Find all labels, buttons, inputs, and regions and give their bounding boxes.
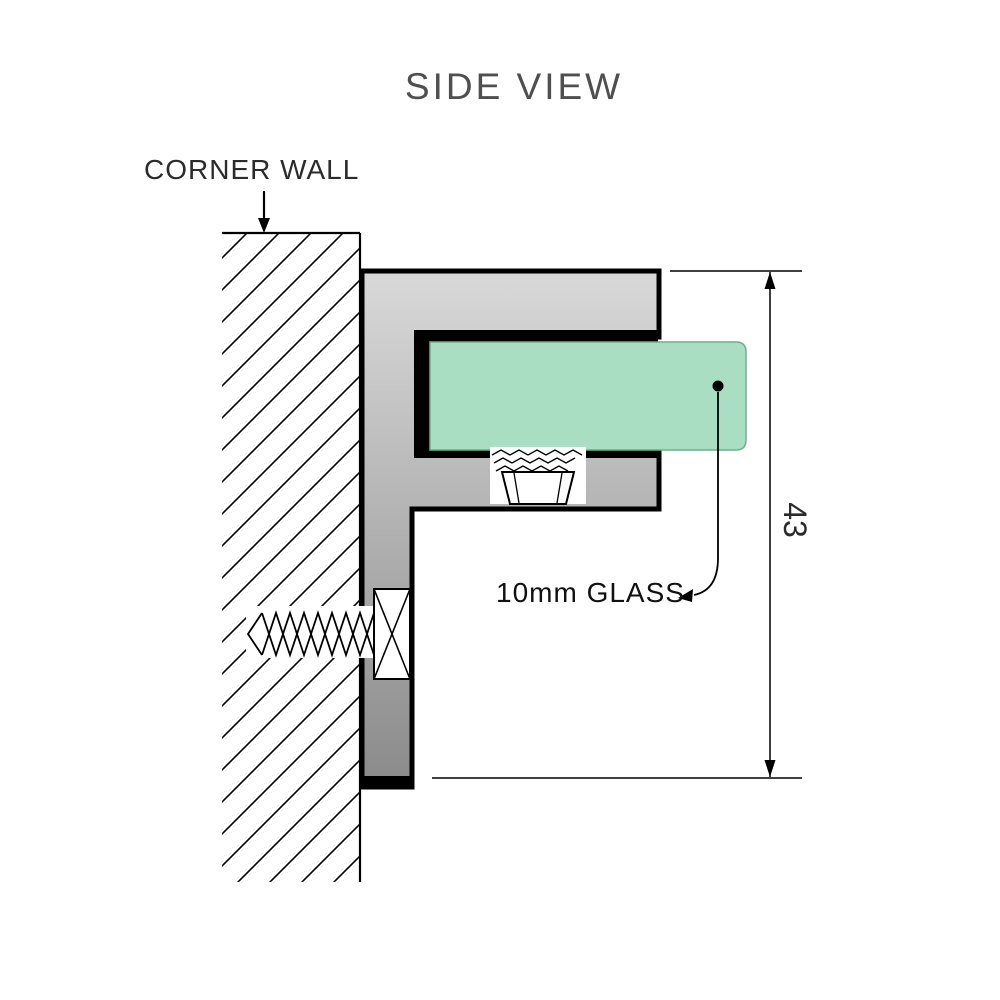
gasket-cone-line-right bbox=[556, 472, 563, 504]
corner-wall-label: CORNER WALL bbox=[144, 154, 359, 185]
glass-label: 10mm GLASS bbox=[496, 577, 685, 608]
down-arrow-icon bbox=[258, 218, 270, 233]
screw-tip bbox=[246, 612, 263, 656]
callout-leader-line bbox=[693, 392, 719, 596]
corner-wall-callout: CORNER WALL bbox=[144, 154, 359, 233]
gasket-cone-line-left bbox=[513, 472, 520, 504]
glass-panel bbox=[429, 341, 747, 451]
grub-gasket bbox=[490, 447, 586, 505]
page-title: SIDE VIEW bbox=[405, 66, 623, 107]
dimension-value: 43 bbox=[777, 502, 813, 538]
gasket-thread-line-2 bbox=[493, 457, 576, 464]
gasket-thread-line-1 bbox=[491, 449, 583, 456]
dimension-arrow-up-icon bbox=[764, 272, 776, 289]
fixing-screw bbox=[246, 588, 411, 680]
gasket-cone bbox=[500, 471, 576, 505]
bracket-bottom-cap bbox=[360, 776, 414, 789]
callout-arrow-icon bbox=[678, 589, 693, 602]
glass-callout: 10mm GLASS bbox=[496, 380, 724, 608]
dimension-arrow-down-icon bbox=[764, 760, 776, 777]
corner-wall-section bbox=[222, 231, 362, 882]
dimension-43: 43 bbox=[432, 270, 813, 779]
screw-head-cross-2 bbox=[373, 588, 411, 680]
screw-thread-zigzag-a bbox=[261, 610, 375, 658]
wall-hatching bbox=[222, 233, 360, 882]
callout-dot bbox=[712, 380, 724, 392]
screw-thread-zigzag-b bbox=[261, 610, 375, 658]
